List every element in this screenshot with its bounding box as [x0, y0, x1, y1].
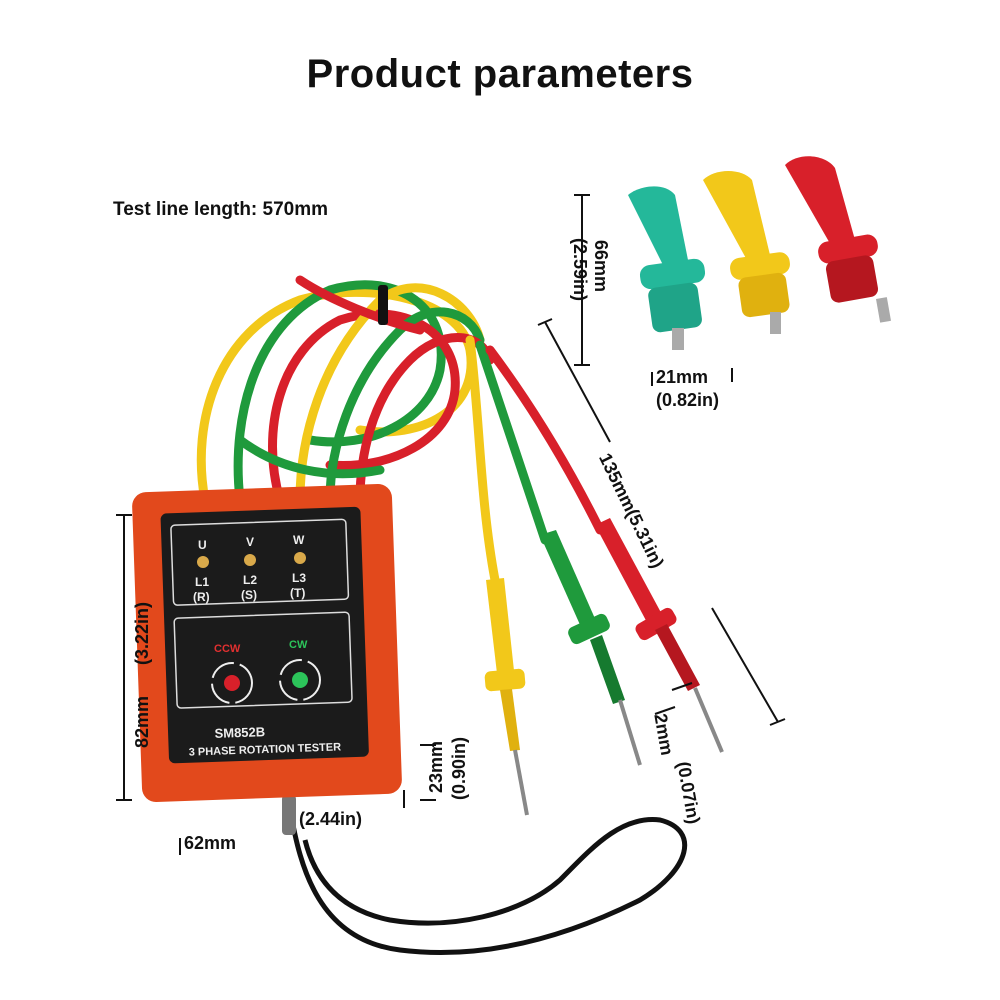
clip-length-mm-label: 66mm [591, 240, 611, 293]
model-label: SM852B [214, 724, 265, 741]
cw-label: CW [289, 639, 308, 651]
clip-width-in-label: (0.82in) [656, 390, 720, 410]
wire-tie [378, 285, 388, 325]
ccw-label: CCW [214, 643, 241, 655]
tester-body [132, 484, 402, 802]
phase-1-bot: (R) [193, 590, 210, 604]
phase-2-mid: L2 [243, 573, 257, 587]
yellow-clip [703, 171, 790, 334]
thickness-in-label: (0.90in) [449, 736, 469, 800]
yellow-probe [484, 578, 529, 816]
height-mm-label: 82mm [132, 695, 152, 748]
phase-3-mid: L3 [292, 571, 306, 585]
page-title: Product parameters [306, 52, 694, 96]
phase-1-top: U [198, 538, 207, 552]
red-clip [785, 156, 891, 323]
phase-2-top: V [246, 535, 254, 549]
teal-clip [628, 186, 706, 350]
lanyard-strap [287, 807, 688, 956]
phase-1-mid: L1 [195, 575, 209, 589]
height-in-label: (3.22in) [132, 601, 152, 665]
red-probe [595, 518, 724, 753]
phase-2-bot: (S) [241, 588, 257, 602]
lanyard-clip [282, 795, 296, 835]
phase-3-top: W [293, 533, 305, 547]
width-mm-label: 62mm [184, 833, 237, 853]
dimension-lines [116, 194, 786, 855]
device-name: 3 PHASE ROTATION TESTER [189, 741, 342, 758]
wire-bundle [196, 275, 495, 505]
clip-width-mm-label: 21mm [656, 367, 709, 387]
width-in-label: (2.44in) [299, 809, 363, 829]
thickness-mm-label: 23mm [426, 740, 446, 793]
clip-length-in-label: (2.59in) [570, 238, 590, 302]
phase-3-bot: (T) [290, 586, 305, 600]
green-probe [540, 530, 642, 766]
test-line-length: Test line length: 570mm [113, 199, 329, 220]
